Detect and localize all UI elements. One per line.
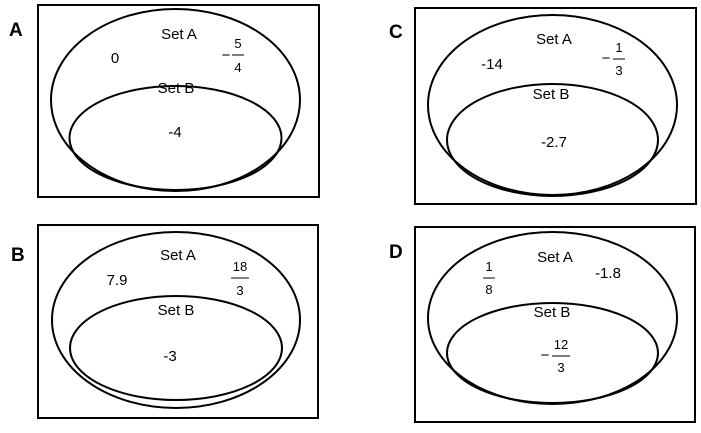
panel-d: D Set A Set B 1 8 -1.8 − 12 3 [389, 226, 696, 423]
set-b-value: -4 [168, 124, 181, 141]
set-b-label: Set B [158, 80, 195, 97]
set-b-fraction: − 12 3 [541, 337, 570, 375]
set-b-ellipse [446, 302, 659, 404]
fraction-denominator: 3 [615, 63, 622, 78]
fraction-numerator: 12 [554, 337, 568, 352]
set-a-fraction: − 1 3 [602, 40, 625, 78]
set-a-fraction: − 5 4 [222, 36, 244, 75]
set-a-fraction: 1 8 [483, 259, 495, 297]
fraction-denominator: 8 [485, 282, 492, 297]
set-a-value: 0 [111, 50, 119, 67]
set-b-ellipse [446, 83, 659, 197]
panel-c: C Set A Set B -14 − 1 3 -2.7 [389, 7, 697, 205]
panel-border [414, 226, 696, 423]
fraction-sign: − [602, 50, 611, 67]
set-b-ellipse [69, 295, 283, 401]
fraction-denominator: 3 [236, 283, 243, 298]
set-b-ellipse [68, 85, 283, 191]
set-a-label: Set A [536, 31, 572, 48]
fraction-numerator: 18 [233, 259, 247, 274]
panel-letter: C [389, 22, 403, 43]
set-a-value: 7.9 [107, 272, 128, 289]
panel-a: A Set A Set B 0 − 5 4 -4 [9, 4, 320, 198]
set-b-value: -3 [163, 348, 176, 365]
set-a-fraction: 18 3 [231, 259, 249, 298]
set-b-label: Set B [158, 302, 195, 319]
fraction-numerator: 5 [234, 36, 241, 51]
fraction-denominator: 3 [557, 360, 564, 375]
panel-border [37, 224, 319, 419]
set-a-label: Set A [161, 26, 197, 43]
fraction-sign: − [222, 47, 231, 64]
set-b-value: -2.7 [541, 134, 567, 151]
panel-border [414, 7, 697, 205]
set-b-label: Set B [534, 304, 571, 321]
panel-letter: A [9, 20, 23, 41]
set-b-label: Set B [533, 86, 570, 103]
panel-letter: B [11, 245, 25, 266]
set-a-label: Set A [160, 247, 196, 264]
fraction-numerator: 1 [615, 40, 622, 55]
set-a-value: -1.8 [595, 265, 621, 282]
panel-b: B Set A Set B 7.9 18 3 -3 [11, 224, 319, 419]
set-a-label: Set A [537, 249, 573, 266]
panel-border [37, 4, 320, 198]
set-a-value: -14 [481, 56, 503, 73]
fraction-sign: − [541, 347, 550, 364]
fraction-numerator: 1 [485, 259, 492, 274]
set-a-ellipse [51, 231, 301, 409]
panel-letter: D [389, 242, 403, 263]
fraction-denominator: 4 [234, 60, 241, 75]
